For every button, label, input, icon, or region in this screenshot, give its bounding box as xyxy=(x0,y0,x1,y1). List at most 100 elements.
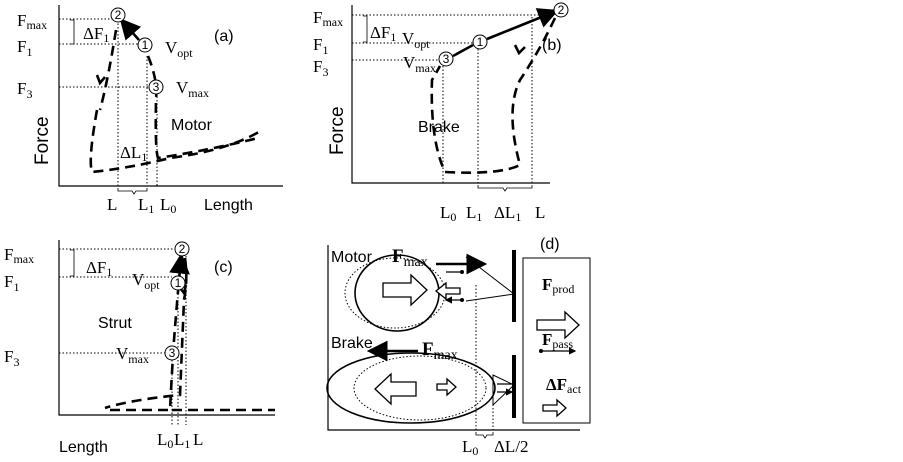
label-text: 0 xyxy=(450,210,456,224)
text-mark: F1 xyxy=(17,37,32,59)
text-mark: Vopt xyxy=(165,38,193,60)
text-mark: Vmax xyxy=(176,78,209,100)
label-text: opt xyxy=(177,46,193,60)
text-mark: L1 xyxy=(174,430,190,451)
path-mark xyxy=(58,240,275,416)
text-mark: F3 xyxy=(17,79,32,101)
label-text: ΔF xyxy=(83,24,103,43)
label-text: ΔF xyxy=(86,258,106,277)
label-text: F xyxy=(392,246,404,267)
circle-mark xyxy=(170,275,186,291)
y-axis-label: Force xyxy=(32,116,53,165)
label-text: opt xyxy=(414,37,430,51)
circle-mark xyxy=(164,345,180,361)
panel-label: (a) xyxy=(214,28,234,45)
return-curve xyxy=(98,29,118,111)
label-text: max xyxy=(13,252,34,266)
label-text: 3 xyxy=(169,346,176,360)
label-text: ΔL xyxy=(494,203,515,222)
label-text: 1 xyxy=(515,210,521,224)
arrow-1-to-2 xyxy=(119,18,142,41)
label-text: 0 xyxy=(170,202,176,216)
label-text: 3 xyxy=(322,65,328,79)
path-mark xyxy=(352,14,554,183)
label-text: Length xyxy=(59,439,108,456)
text-mark: F3 xyxy=(313,57,328,79)
label-text: L xyxy=(157,430,167,449)
path-mark xyxy=(492,374,515,407)
label-text: 3 xyxy=(26,87,32,101)
label-text: ΔL/2 xyxy=(494,437,529,456)
label-text: 1 xyxy=(103,31,109,45)
label-text: L xyxy=(462,437,472,456)
path-mark xyxy=(475,432,494,439)
text-mark: ΔF1 xyxy=(83,24,109,45)
label-text: F xyxy=(4,272,13,291)
path-mark xyxy=(351,5,550,184)
text-mark: Fprod xyxy=(542,275,574,296)
text-mark: ΔF1 xyxy=(370,23,396,44)
panel-a: 2 1 3 Fmax F1 F3 ΔF1 ΔL1 Vopt Vmax (a) M… xyxy=(17,5,283,216)
path-mark xyxy=(374,372,417,406)
path-mark xyxy=(477,185,533,192)
label-text: V xyxy=(403,53,416,72)
regime-label: Motor xyxy=(171,117,213,134)
label-text: 0 xyxy=(472,444,478,458)
text-mark: Fmax xyxy=(313,8,343,29)
label-text: L xyxy=(174,430,184,449)
text-mark: L1 xyxy=(466,203,482,224)
legend-box xyxy=(522,257,591,424)
label-text: V xyxy=(402,29,415,48)
path-mark xyxy=(104,257,188,410)
label-text: F xyxy=(313,8,322,27)
label-text: 1 xyxy=(141,150,147,164)
label-text: F xyxy=(313,35,322,54)
text-mark: Fmax xyxy=(422,339,458,363)
text-mark: Vmax xyxy=(116,344,149,366)
delta-f-act-icon xyxy=(542,398,567,418)
text-mark: F1 xyxy=(313,35,328,57)
path-mark xyxy=(146,55,259,160)
circle-mark xyxy=(148,79,164,95)
label-text: max xyxy=(188,86,209,100)
label-text: 2 xyxy=(179,242,186,256)
label-text: act xyxy=(567,382,582,396)
path-mark xyxy=(70,249,75,277)
label-text: L xyxy=(138,195,148,214)
label-text: L xyxy=(107,195,117,214)
label-text: V xyxy=(165,38,178,57)
label-text: 2 xyxy=(115,8,122,22)
label-text: 1 xyxy=(148,202,154,216)
text-mark: Fmax xyxy=(4,245,34,266)
point-2: 2 xyxy=(110,7,126,23)
point-1: 1 xyxy=(137,37,153,53)
g-mark: 2 xyxy=(174,241,190,257)
label-text: F xyxy=(542,275,552,294)
path-mark xyxy=(475,285,494,432)
label-text: F xyxy=(542,330,552,349)
label-text: Strut xyxy=(98,315,132,332)
path-mark xyxy=(110,252,190,412)
label-text: 1 xyxy=(175,276,182,290)
path-mark xyxy=(436,377,457,397)
path-mark xyxy=(95,74,106,86)
text-mark: L0 xyxy=(160,195,176,216)
circle-mark xyxy=(553,2,569,18)
label-text: 1 xyxy=(184,437,190,451)
label-text: (d) xyxy=(540,236,560,253)
text-mark: Vopt xyxy=(402,29,430,51)
label-text: ΔF xyxy=(546,375,567,394)
point-3: 3 xyxy=(148,79,164,95)
label-text: 1 xyxy=(390,30,396,44)
circle-mark xyxy=(438,51,454,67)
path-mark xyxy=(363,15,368,43)
text-mark: Fmax xyxy=(392,246,428,270)
label-text: ΔL xyxy=(120,143,141,162)
g-mark: 1 xyxy=(472,34,488,50)
circle-mark xyxy=(137,37,153,53)
g-mark: 2 xyxy=(553,2,569,18)
label-text: 1 xyxy=(13,280,19,294)
path-mark xyxy=(497,383,512,392)
label-text: 1 xyxy=(106,265,112,279)
label-text: F xyxy=(4,245,13,264)
